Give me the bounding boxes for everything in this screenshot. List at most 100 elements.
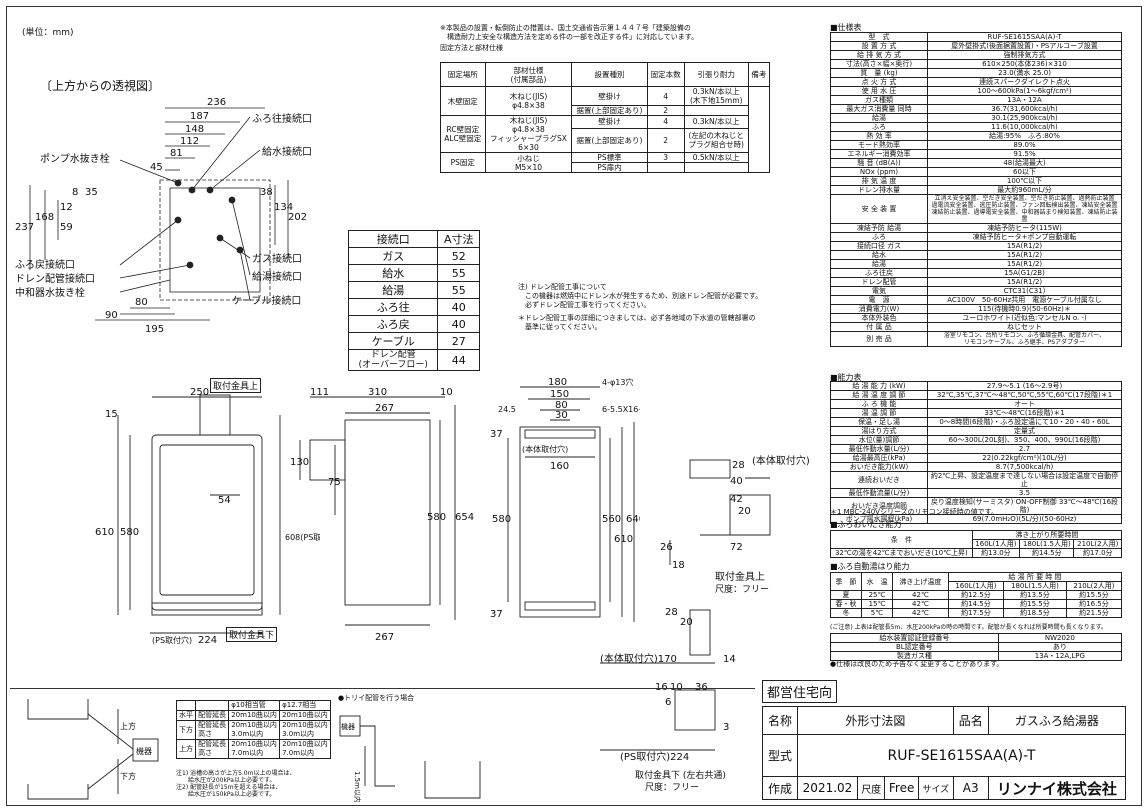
text-label: NW2020 (997, 633, 1123, 643)
capacity-value: 22(0.22kgf/cm²)(10L/分) (927, 453, 1122, 463)
text-label: 注1) 浴槽の高さが上方5.0m以上の場合は、 (176, 770, 296, 777)
text-label: 注) ドレン配管工事について (518, 283, 607, 291)
fix-method-table: 固定場所部材仕様 (付属部品)設置種別固定本数引張り耐力備考 木壁固定木ねじ(J… (440, 62, 771, 173)
text-label: 木壁固定 (440, 86, 486, 116)
spec-row: 熱 効 率給湯:95% ふろ:80% (830, 131, 1122, 141)
capacity-key: おいだき能力(kW) (830, 462, 928, 472)
pipe-diagram-left: 上方 下方 機器 (27, 699, 159, 800)
text-label: 0.3kN/本以上 (木下地15mm) (683, 86, 749, 106)
spec-value: 最大約960mL/分 (927, 185, 1122, 195)
title-block: 名称 外形寸法図 品名 ガスふろ給湯器 型式 RUF-SE1615SAA(A)-… (762, 706, 1127, 800)
text-label: 水平 (175, 710, 197, 721)
text-label: 75 (328, 477, 341, 488)
text-label: 壁掛け (571, 86, 648, 106)
text-label: 608(PS取付穴) (285, 532, 320, 542)
spec-value: 15A(R1/2) (927, 259, 1122, 269)
text-label: 給水圧が200kPa以上必要です。 (176, 777, 276, 784)
spec-value: ユーロホワイト(近似色:マンセルN o. -) (927, 313, 1122, 323)
text-label: (PS取付穴) (152, 635, 192, 645)
trap-pipe-diagram: 機器 1.5m以内 (339, 715, 481, 802)
spec-row: 設 置 方 式屋外壁掛式(後面据置設置)・PSアルコーブ設置 (830, 41, 1122, 51)
spec-value: 15A(R1/2) (927, 250, 1122, 260)
name-label: 名称 (762, 706, 798, 735)
text-label: 尺度：フリー (715, 583, 769, 595)
spec-key: ふろ往戻 (830, 268, 928, 278)
text-label: 40 (437, 315, 480, 333)
dim-134: 134 (274, 202, 293, 213)
text-label: 約17.5分 (947, 608, 1004, 618)
spec-key: 質 量 (kg) (830, 68, 928, 78)
drain-note: 注) ドレン配管工事について この機器は燃焼中にドレン水が発生するため、別途ドレ… (518, 283, 818, 332)
spec-key: 熱 効 率 (830, 131, 928, 141)
text-label: 13A・12A,LPG (997, 651, 1123, 661)
back-body (519, 426, 601, 618)
spec-key: 最大ガス消費量 同時 (830, 104, 928, 114)
text-label: 224 (198, 635, 217, 646)
text-label: 沸き上げ温度 (891, 572, 949, 591)
text-label: (本体取付穴)170 (600, 652, 677, 665)
spec-row: 別 売 品浴室リモコン、台所リモコン、ふろ循環金具、配管カバー、 リモコンケーブ… (830, 331, 1122, 347)
text-label: 給水装置認証登録番号 (830, 633, 999, 643)
text-label: 310 (368, 387, 387, 398)
label-water-inlet: 給水接続口 (262, 145, 312, 158)
spec-value: 30.1(25,900kcal/h) (927, 113, 1122, 123)
spec-value: 23.0(満水 25.0) (927, 68, 1122, 78)
spec-value: RUF-SE1615SAA(A)-T (927, 32, 1122, 42)
text-label: PS標準 (571, 152, 648, 163)
spec-value: CTC31(C31) (927, 286, 1122, 296)
text-label: 木ねじ(JIS) φ4.8×38 (484, 86, 573, 116)
text-label: 尺度：フリー (645, 781, 699, 793)
spec-value: 115(待機時0.9)(50-60Hz)＊ (927, 304, 1122, 314)
text-label: 20 (738, 506, 751, 517)
text-label: 上方 (120, 721, 136, 731)
text-label: 約16.5分 (1065, 599, 1123, 609)
size-label: サイズ (917, 776, 954, 800)
spec-key: 本体外装色 (830, 313, 928, 323)
spec-value: 91.5% (927, 149, 1122, 159)
autofill-title: ■ふろ自動湯はり能力 (830, 562, 910, 571)
text-label: 小ねじ M5×10 (484, 152, 573, 173)
text-label: 引張り耐力 (683, 62, 749, 87)
spec-value: 強制排気方式 (927, 50, 1122, 60)
size-value: A3 (952, 776, 989, 800)
text-label: 42 (730, 494, 743, 505)
text-label: 28 (665, 607, 678, 618)
text-label: 配管延長 高さ (195, 739, 230, 759)
spec-value: 15A(G1/2B) (927, 268, 1122, 278)
text-label: 沸き上がり所要時間 (971, 530, 1123, 540)
text-label: 4 (646, 86, 685, 106)
text-label: 15℃ (860, 599, 893, 609)
text-label: RC壁固定 ALC壁固定 (440, 115, 486, 153)
text-label: 160L(1人用) (947, 581, 1004, 591)
spec-key: ガス種類 (830, 95, 928, 105)
spec-value: AC100V 50-60Hz共用 電源ケーブル付属なし (927, 295, 1122, 305)
autofill-table: 季 節水 温沸き上げ温度給 湯 所 要 時 間 160L(1人用)180L(1.… (830, 572, 1123, 618)
text-label: 壁掛け (571, 115, 648, 129)
text-label: 季 節 (830, 572, 862, 591)
table-cell (747, 86, 771, 173)
text-label: 配管延長 (195, 710, 230, 721)
text-label: 20m10曲以内 3.0m以内 (279, 720, 331, 740)
capacity-key: ふ ろ 機 能 (830, 399, 928, 409)
text-label: 180L(1.5人用) (1002, 581, 1067, 591)
text-label: φ12.7相当 (279, 700, 331, 711)
capacity-row: 最低作動水量(L/分)2.7 (830, 444, 1122, 454)
text-label: 42℃ (891, 608, 949, 618)
text-label: 夏 (830, 590, 862, 600)
text-label: 2 (646, 127, 685, 154)
spec-key: 電 源 (830, 295, 928, 305)
capacity-key: 給 湯 温 度 調 節 (830, 390, 928, 400)
text-label: (PS取付穴)224 (620, 750, 689, 763)
capacity-row: 連続おいだき約2℃上昇、設定温度まで達しない場合は設定温度で自動停止 (830, 471, 1122, 489)
capacity-key: 最低作動流量(L/分) (830, 488, 928, 498)
spec-row: 本体外装色ユーロホワイト(近似色:マンセルN o. -) (830, 313, 1122, 323)
front-view-drawing: 250 15 610 580 54 224 608(PS取付穴) (PS取付穴) (95, 387, 320, 646)
text-label: 約21.5分 (1065, 608, 1123, 618)
